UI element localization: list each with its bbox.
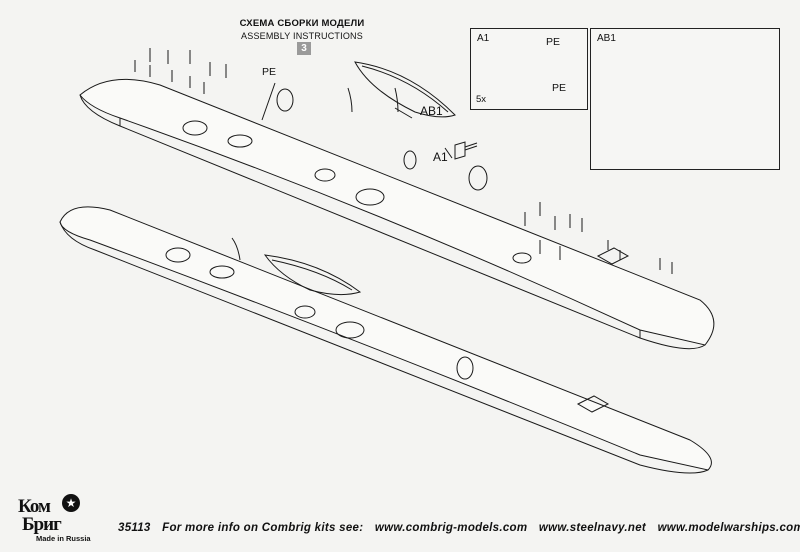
title-russian: СХЕМА СБОРКИ МОДЕЛИ: [239, 18, 365, 29]
inset-ab1-detail: AB1: [590, 28, 780, 170]
link-combrig[interactable]: www.combrig-models.com: [374, 522, 528, 534]
lifeboat-lower: [263, 254, 362, 296]
logo-line-2: Бриг: [22, 514, 62, 535]
link-steelnavy[interactable]: www.steelnavy.net: [538, 522, 647, 534]
lower-hull: [59, 206, 712, 471]
step-number-badge: 3: [297, 42, 311, 55]
link-modelwarships[interactable]: www.modelwarships.com: [657, 522, 800, 534]
lifeboat-upper: [354, 61, 456, 118]
inset-a1-pe-label-2: PE: [552, 82, 567, 94]
inset-a1-pe-label-1: PE: [546, 36, 561, 48]
title-english: ASSEMBLY INSTRUCTIONS: [241, 31, 363, 41]
callout-ab1: AB1: [420, 104, 443, 118]
logo-line-1: Ком: [18, 496, 51, 517]
title-block: СХЕМА СБОРКИ МОДЕЛИ ASSEMBLY INSTRUCTION…: [232, 18, 372, 42]
inset-a1-count: 5x: [476, 94, 487, 105]
logo-star-icon: ★: [62, 494, 80, 512]
footer: 35113 For more info on Combrig kits see:…: [118, 522, 800, 534]
inset-a1-title: A1: [477, 33, 490, 44]
made-in-russia: Made in Russia: [36, 534, 91, 543]
kit-number: 35113: [118, 522, 151, 534]
info-text: For more info on Combrig kits see:: [162, 522, 364, 534]
combrig-logo: Ком ★ Бриг Made in Russia: [18, 494, 91, 544]
inset-ab1-title: AB1: [597, 33, 616, 44]
callout-a1: A1: [433, 150, 448, 164]
callout-pe: PE: [262, 66, 277, 78]
inset-a1-detail: A1: [470, 28, 588, 110]
